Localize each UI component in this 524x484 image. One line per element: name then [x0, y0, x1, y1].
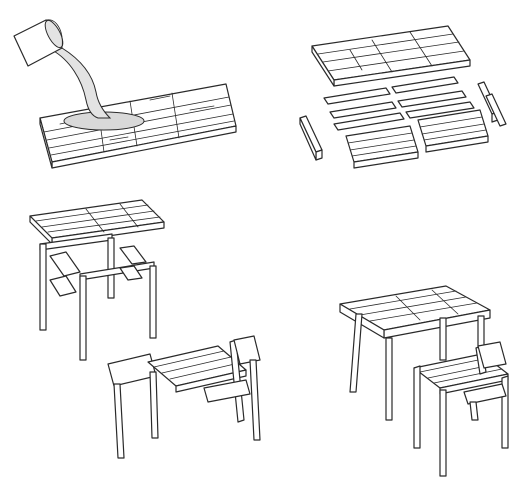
top-panel [311, 25, 471, 87]
step-4-assembled-furniture [339, 285, 509, 477]
chair-assembled [413, 341, 509, 477]
slat-pieces [323, 76, 475, 131]
right-sticks [477, 81, 507, 127]
left-sticks [299, 115, 323, 161]
lower-panels [345, 109, 489, 169]
step-1-glue-pour [13, 19, 237, 169]
table-frame-exploded [39, 233, 157, 361]
step-2-exploded-tabletop [299, 25, 507, 169]
glue-bucket [13, 19, 64, 67]
step-3-exploded-furniture [29, 199, 261, 459]
chair-exploded [107, 335, 261, 459]
tabletop-assembled [339, 285, 491, 339]
glue-stream [50, 47, 112, 119]
